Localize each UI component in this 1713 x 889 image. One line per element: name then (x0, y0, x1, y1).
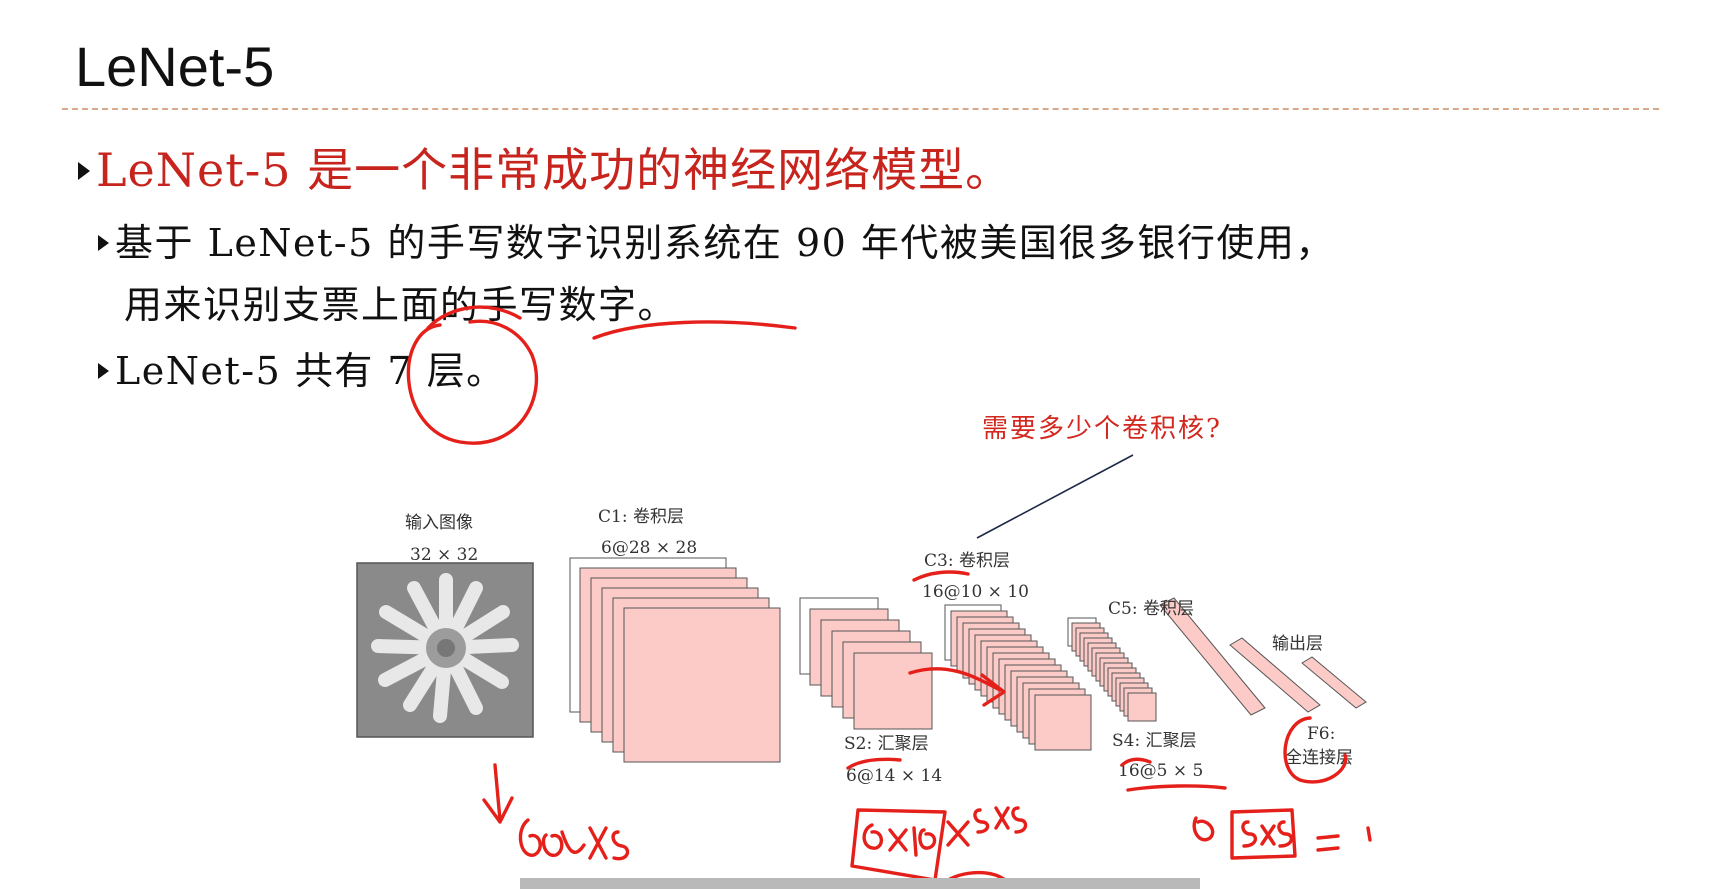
bullet-sub2: LeNet-5 共有 7 层。 (98, 340, 506, 395)
underline-s4-size (1126, 784, 1227, 792)
bullet-sub1-continuation: 用来识别支票上面的手写数字。 (124, 283, 678, 327)
c5-layer (1159, 597, 1266, 716)
c1-feature-maps (569, 557, 781, 763)
circle-f6 (1283, 716, 1348, 784)
underline-s4 (1120, 757, 1152, 767)
underline-handwritten-digits (592, 320, 797, 340)
underline-c3 (912, 570, 970, 582)
f6-label: F6: (1307, 724, 1335, 744)
arrow-s2-to-c3 (908, 667, 1006, 707)
c5-label: C5: 卷积层 (1108, 599, 1194, 619)
arrow-down-input (482, 763, 514, 824)
c3-feature-maps (944, 604, 1092, 751)
output-label: 输出层 (1272, 634, 1323, 654)
bullet-triangle-icon (78, 162, 90, 180)
input-image (356, 562, 534, 738)
title-divider (62, 108, 1659, 110)
bullet-triangle-icon (98, 235, 109, 251)
underline-shangmian (426, 305, 522, 330)
slide-title: LeNet-5 (75, 35, 275, 98)
question-annotation: 需要多少个卷积核? (982, 414, 1222, 444)
bullet-main-text: LeNet-5 是一个非常成功的神经网络模型。 (96, 143, 1013, 197)
c1-size: 6@28 × 28 (601, 538, 697, 558)
f6-desc: 全连接层 (1285, 748, 1353, 768)
s2-label: S2: 汇聚层 (844, 734, 929, 754)
bullet-main: LeNet-5 是一个非常成功的神经网络模型。 (78, 134, 1012, 200)
flower-image (371, 573, 519, 723)
note-16-5x5-eq-1 (1192, 808, 1372, 860)
note-6-5x5 (518, 818, 630, 861)
bullet-sub1-text: 基于 LeNet-5 的手写数字识别系统在 90 年代被美国很多银行使用， (115, 221, 1335, 265)
s2-feature-maps (799, 597, 933, 730)
s4-size: 16@5 × 5 (1118, 761, 1203, 781)
c3-size: 16@10 × 10 (922, 582, 1029, 602)
c3-label: C3: 卷积层 (924, 551, 1010, 571)
input-label: 输入图像 (405, 513, 473, 533)
underline-s2 (846, 757, 902, 770)
output-layer (1301, 656, 1367, 709)
input-size: 32 × 32 (410, 545, 478, 565)
video-progress-bar[interactable] (520, 878, 1200, 889)
c1-label: C1: 卷积层 (598, 507, 684, 527)
bullet-sub1: 基于 LeNet-5 的手写数字识别系统在 90 年代被美国很多银行使用， (98, 212, 1335, 267)
bullet-triangle-icon (98, 363, 109, 379)
bullet-sub2-text: LeNet-5 共有 7 层。 (115, 349, 506, 393)
s4-feature-maps (1067, 617, 1157, 722)
s4-label: S4: 汇聚层 (1112, 731, 1197, 751)
circle-seven-layers (406, 319, 539, 445)
f6-layer (1229, 637, 1321, 713)
question-pointer-line (976, 454, 1134, 539)
s2-size: 6@14 × 14 (846, 766, 942, 786)
note-6x16-5x5 (850, 806, 1028, 882)
